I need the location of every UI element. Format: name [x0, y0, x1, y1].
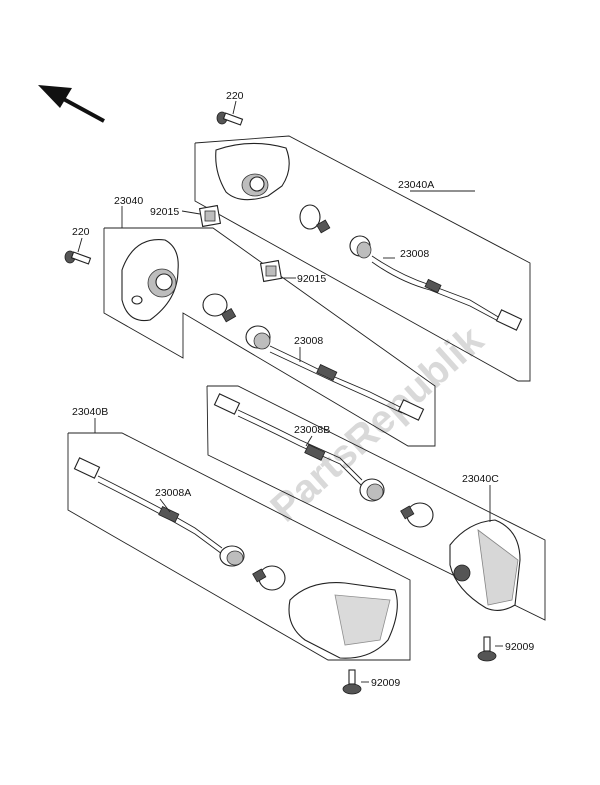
leader-lines: [77, 100, 503, 683]
label-92009-bottom: 92009: [371, 677, 400, 689]
label-23008b: 23008B: [294, 424, 330, 436]
turn-signal-housing-23040: [121, 239, 179, 322]
screw-92009-b: [342, 669, 362, 695]
socket-wire-23008-b: [245, 325, 425, 421]
label-23008-lower: 23008: [294, 335, 323, 347]
assembly-23040c-frame: [206, 385, 546, 621]
clip-92015-b: [259, 259, 283, 283]
label-220-left: 220: [72, 226, 90, 238]
label-23008a: 23008A: [155, 487, 191, 499]
bulb-icon: [299, 204, 331, 234]
assembly-23040b-frame: [67, 432, 411, 661]
screw-92009-a: [477, 636, 497, 662]
screw-220-b: [64, 250, 92, 265]
label-23040: 23040: [114, 195, 143, 207]
front-direction-arrow-icon: [38, 85, 105, 123]
wire-connector-23008a: [73, 457, 245, 567]
turn-signal-lens-23040b: [288, 582, 398, 659]
screw-220-a: [216, 111, 244, 126]
socket-wire-23008-a: [349, 235, 523, 331]
clip-92015-a: [198, 204, 222, 228]
bulb-icon: [252, 565, 286, 591]
label-220-top: 220: [226, 90, 244, 102]
turn-signal-lens-23040c: [449, 519, 521, 611]
label-23040a: 23040A: [398, 179, 434, 191]
label-23040c: 23040C: [462, 473, 499, 485]
label-23008-upper: 23008: [400, 248, 429, 260]
wire-connector-23008b: [213, 393, 385, 502]
assembly-23040a-frame: [194, 135, 531, 382]
label-23040b: 23040B: [72, 406, 108, 418]
bulb-icon: [202, 293, 237, 323]
bulb-icon: [400, 502, 434, 528]
label-92015-left: 92015: [150, 206, 179, 218]
assembly-23040-frame: [103, 227, 436, 447]
label-92015-right: 92015: [297, 273, 326, 285]
turn-signal-housing-23040a: [215, 142, 290, 201]
label-92009-right: 92009: [505, 641, 534, 653]
